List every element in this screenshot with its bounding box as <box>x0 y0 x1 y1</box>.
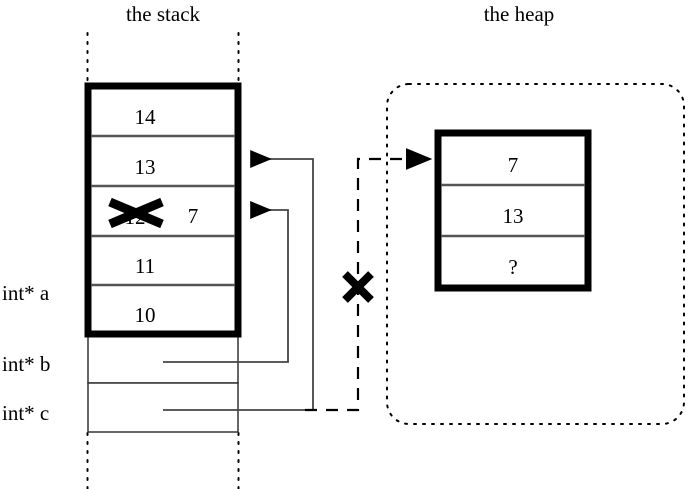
stack-cell-13: 13 <box>135 155 156 179</box>
stack-slot-c <box>87 382 239 433</box>
stack-cell-11: 11 <box>135 254 155 278</box>
heap-block <box>434 129 592 292</box>
stack-cell-strike-x-mark <box>108 197 164 229</box>
stack-slot-b <box>87 333 239 384</box>
pointer-b-to-stack-cell <box>163 201 289 363</box>
var-label-b: int* b <box>2 352 50 376</box>
stack-cell-replacement-7: 7 <box>188 204 199 228</box>
pointer-c-to-stack-cell <box>163 150 314 411</box>
stack-frame <box>84 82 242 338</box>
heap-cell-unknown: ? <box>508 255 517 279</box>
stack-cell-10: 10 <box>135 303 156 327</box>
invalidated-pointer-x-mark <box>342 271 374 303</box>
heap-title: the heap <box>484 2 555 26</box>
stack-title: the stack <box>126 2 201 26</box>
var-label-a: int* a <box>2 281 50 305</box>
stack-cell-14: 14 <box>135 105 157 129</box>
heap-region-boundary <box>386 83 685 425</box>
var-label-c: int* c <box>2 401 49 425</box>
heap-cell-13: 13 <box>503 204 524 228</box>
pointer-dangling-to-heap <box>305 148 433 412</box>
heap-cell-7: 7 <box>508 153 519 177</box>
